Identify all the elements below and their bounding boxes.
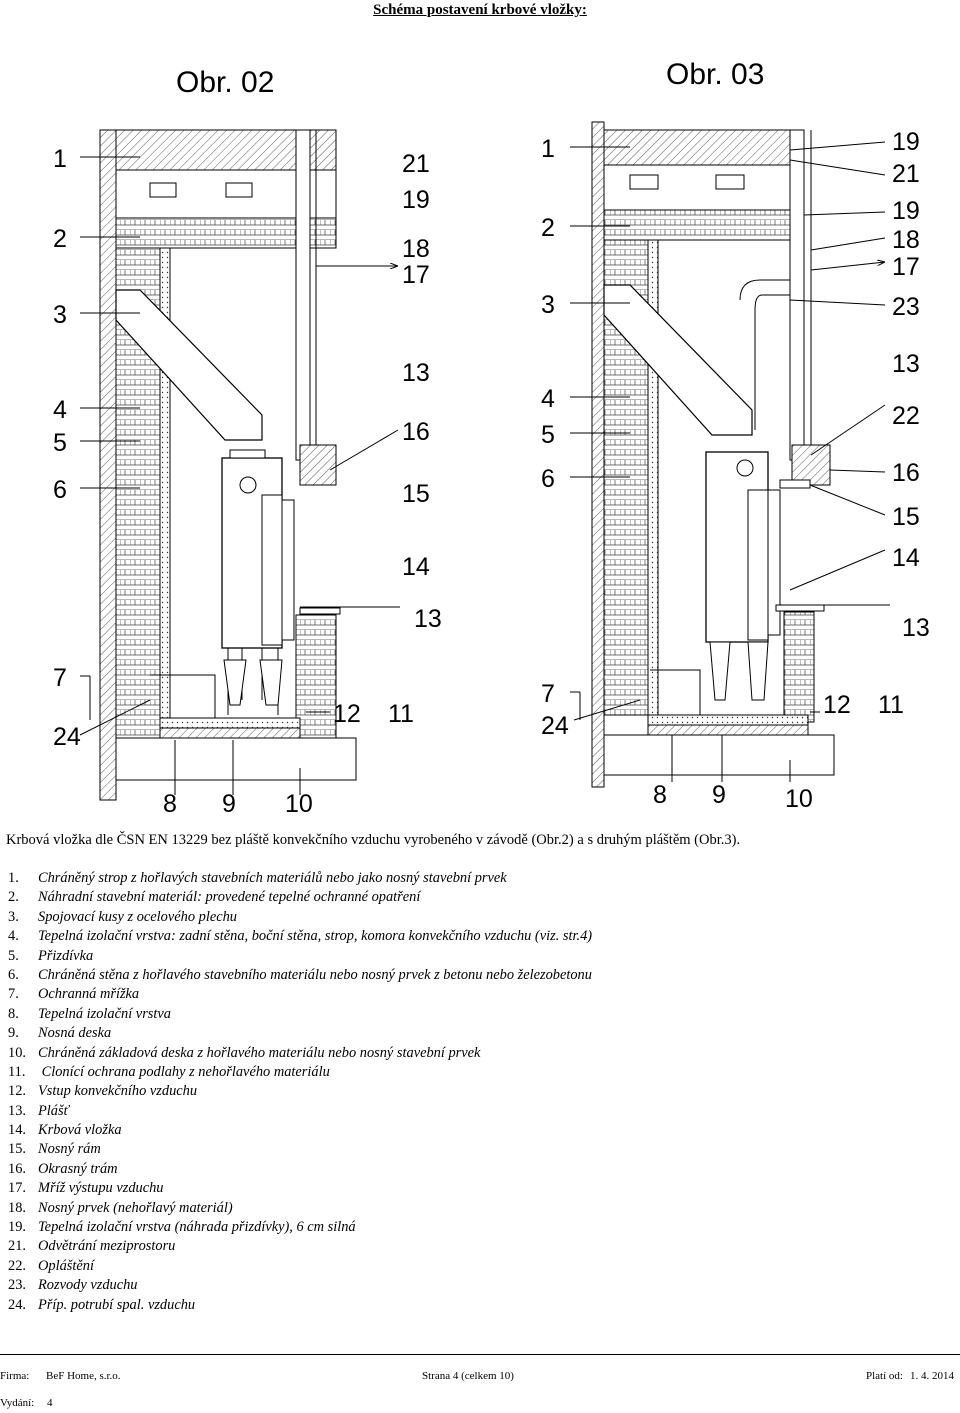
legend-item: 16.Okrasný trám <box>8 1160 118 1177</box>
legend-item: 22.Opláštění <box>8 1257 94 1274</box>
callout-9: 9 <box>712 781 726 809</box>
legend-item: 8.Tepelná izolační vrstva <box>8 1005 171 1022</box>
legend-item: 21.Odvětrání meziprostoru <box>8 1238 176 1255</box>
callout-14: 14 <box>892 544 920 572</box>
callout-1: 1 <box>53 145 67 173</box>
callout-13-top: 13 <box>892 350 920 378</box>
page-title: Schéma postavení krbové vložky: <box>373 2 587 18</box>
figure-label: Obr. 02 <box>176 66 274 99</box>
legend-list: 1.Chráněný strop z hořlavých stavebních … <box>8 869 592 1315</box>
legend-item: 23.Rozvody vzduchu <box>8 1277 138 1294</box>
firm-label: Firma: <box>0 1370 30 1382</box>
callout-10: 10 <box>285 790 313 818</box>
callout-12: 12 <box>333 700 361 728</box>
legend-item: 19.Tepelná izolační vrstva (náhrada přiz… <box>8 1219 356 1236</box>
legend-item: 13.Plášť <box>8 1102 69 1119</box>
callout-16: 16 <box>892 459 920 487</box>
callout-24: 24 <box>53 723 81 751</box>
installation-drawing: Obr. 02 <box>53 58 930 818</box>
callout-3: 3 <box>53 301 67 329</box>
callout-11: 11 <box>388 700 414 728</box>
callout-19: 19 <box>402 186 430 214</box>
callout-15: 15 <box>892 503 920 531</box>
edition: Vydání: 4 <box>0 1397 52 1409</box>
callout-7: 7 <box>53 664 67 692</box>
callout-15: 15 <box>402 480 430 508</box>
legend-item: 11. Clonící ochrana podlahy z nehořlavéh… <box>8 1063 330 1080</box>
legend-item: 15.Nosný rám <box>8 1141 101 1158</box>
callout-6: 6 <box>541 465 555 493</box>
legend-item: 18.Nosný prvek (nehořlavý materiál) <box>8 1199 233 1216</box>
callout-17: 17 <box>402 261 430 289</box>
callout-21: 21 <box>402 150 430 178</box>
footer-divider <box>0 1354 960 1355</box>
callout-19-top: 19 <box>892 128 920 156</box>
callout-9: 9 <box>222 790 236 818</box>
valid-from-value: 1. 4. 2014 <box>910 1370 954 1382</box>
figure-caption: Krbová vložka dle ČSN EN 13229 bez plášt… <box>6 832 741 848</box>
callout-24: 24 <box>541 712 569 740</box>
legend-item: 9.Nosná deska <box>8 1025 112 1042</box>
callout-21: 21 <box>892 160 920 188</box>
callout-1: 1 <box>541 135 555 163</box>
legend-item: 5.Přizdívka <box>8 947 94 964</box>
callout-5: 5 <box>541 421 555 449</box>
legend-item: 12.Vstup konvekčního vzduchu <box>8 1083 198 1100</box>
edition-label: Vydání: <box>0 1397 35 1409</box>
page-number: Strana 4 (celkem 10) <box>422 1370 514 1382</box>
callout-4: 4 <box>541 385 555 413</box>
callout-5: 5 <box>53 429 67 457</box>
callout-2: 2 <box>541 214 555 242</box>
figure-obr-03: Obr. 03 <box>541 58 930 813</box>
callout-10: 10 <box>785 785 813 813</box>
callout-13: 13 <box>902 614 930 642</box>
callout-19: 19 <box>892 197 920 225</box>
callout-3: 3 <box>541 291 555 319</box>
edition-value: 4 <box>46 1397 53 1409</box>
callout-8: 8 <box>653 781 667 809</box>
legend-item: 2.Náhradní stavební materiál: provedené … <box>8 889 421 906</box>
callout-6: 6 <box>53 476 67 504</box>
legend-item: 14.Krbová vložka <box>8 1122 122 1139</box>
firm-value: BeF Home, s.r.o. <box>46 1370 121 1382</box>
callout-2: 2 <box>53 225 67 253</box>
legend-item: 6.Chráněná stěna z hořlavého stavebního … <box>8 966 592 983</box>
callout-16: 16 <box>402 418 430 446</box>
legend-item: 4.Tepelná izolační vrstva: zadní stěna, … <box>8 928 593 945</box>
callout-11: 11 <box>878 691 904 719</box>
callout-23: 23 <box>892 293 920 321</box>
callout-13: 13 <box>414 605 442 633</box>
callout-22: 22 <box>892 402 920 430</box>
legend-item: 3.Spojovací kusy z ocelového plechu <box>8 908 237 925</box>
callout-14: 14 <box>402 553 430 581</box>
callout-4: 4 <box>53 396 67 424</box>
callout-8: 8 <box>163 790 177 818</box>
callout-18: 18 <box>402 235 430 263</box>
figure-obr-02: Obr. 02 <box>53 66 442 818</box>
callout-12: 12 <box>823 691 851 719</box>
legend-item: 7.Ochranná mřížka <box>8 986 140 1003</box>
valid-from-label: Platí od: <box>866 1370 903 1382</box>
callout-18: 18 <box>892 226 920 254</box>
legend-item: 24.Příp. potrubí spal. vzduchu <box>8 1296 196 1313</box>
callout-17: 17 <box>892 253 920 281</box>
legend-item: 1.Chráněný strop z hořlavých stavebních … <box>8 870 507 886</box>
callout-13-top: 13 <box>402 359 430 387</box>
callout-7: 7 <box>541 680 555 708</box>
figure-label: Obr. 03 <box>666 58 764 91</box>
legend-item: 17.Mříž výstupu vzduchu <box>8 1180 164 1197</box>
footer: Firma: BeF Home, s.r.o. Strana 4 (celkem… <box>0 1370 960 1386</box>
legend-item: 10.Chráněná základová deska z hořlavého … <box>8 1044 481 1061</box>
